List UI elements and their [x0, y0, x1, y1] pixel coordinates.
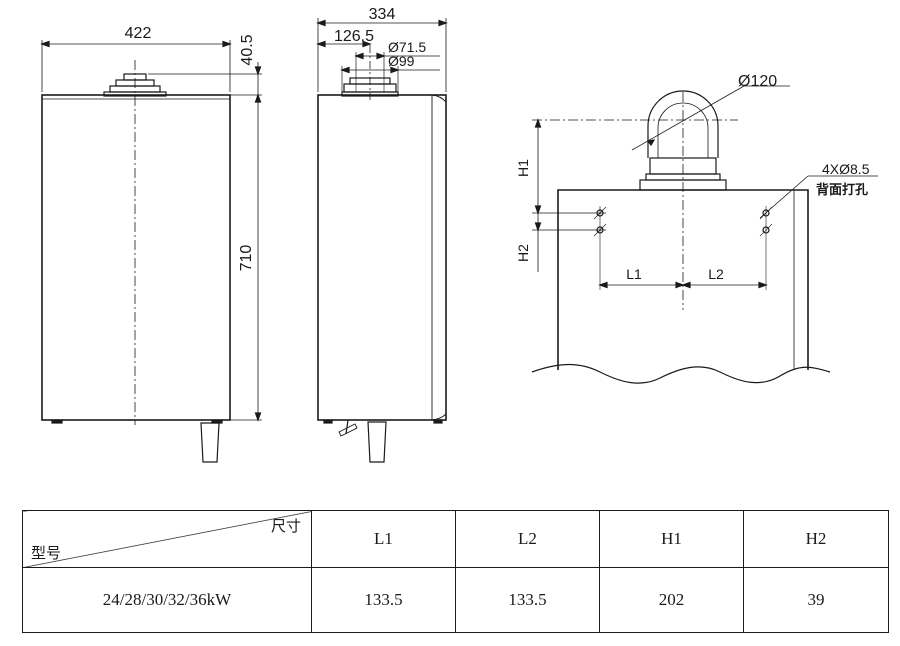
spec-table-corner-cell: 尺寸 型号 — [22, 510, 312, 568]
header-l2: L2 — [455, 510, 600, 568]
spec-table: 尺寸 型号 L1 L2 H1 H2 24/28/30/32/36kW 133.5… — [22, 510, 889, 633]
front-outlet-pipe — [200, 422, 220, 463]
front-height-label: 710 — [238, 245, 255, 272]
side-body — [317, 94, 447, 421]
side-inner-diameter-label: Ø71.5 — [388, 39, 426, 55]
detail-diameter-leader — [631, 85, 745, 151]
detail-pipe-diameter-label: Ø120 — [738, 73, 777, 90]
side-view — [316, 18, 448, 463]
front-view — [40, 40, 262, 463]
side-depth-label: 334 — [369, 6, 396, 23]
side-flue-offset-label: 126.5 — [334, 28, 374, 45]
front-body — [41, 94, 231, 421]
corner-model-label: 型号 — [31, 544, 62, 562]
detail-body-outline — [557, 189, 809, 370]
l1-value-cell: 133.5 — [311, 567, 456, 633]
side-drain-tap — [338, 419, 358, 437]
h2-value-cell: 39 — [743, 567, 889, 633]
header-h1: H1 — [599, 510, 744, 568]
header-l1: L1 — [311, 510, 456, 568]
model-cell: 24/28/30/32/36kW — [22, 567, 312, 633]
detail-hole-note-label: 背面打孔 — [816, 182, 868, 198]
detail-l1-label: L1 — [626, 266, 642, 282]
detail-hole-spec-label: 4XØ8.5 — [822, 161, 870, 177]
side-outer-diameter-label: Ø99 — [388, 53, 415, 69]
h1-value-cell: 202 — [599, 567, 744, 633]
front-width-label: 422 — [125, 25, 152, 42]
front-flue-height-label: 40.5 — [239, 34, 256, 65]
detail-l2-label: L2 — [708, 266, 724, 282]
spec-table-header-row: 尺寸 型号 L1 L2 H1 H2 — [22, 510, 889, 568]
detail-h2-label: H2 — [515, 244, 531, 262]
spec-table-row: 24/28/30/32/36kW 133.5 133.5 202 39 — [22, 567, 889, 633]
l2-value-cell: 133.5 — [455, 567, 600, 633]
detail-h1-label: H1 — [515, 159, 531, 177]
side-outlet-pipe — [367, 421, 387, 463]
detail-view — [531, 85, 878, 384]
header-h2: H2 — [743, 510, 889, 568]
detail-break-line — [531, 363, 831, 384]
corner-dimension-label: 尺寸 — [270, 517, 301, 535]
